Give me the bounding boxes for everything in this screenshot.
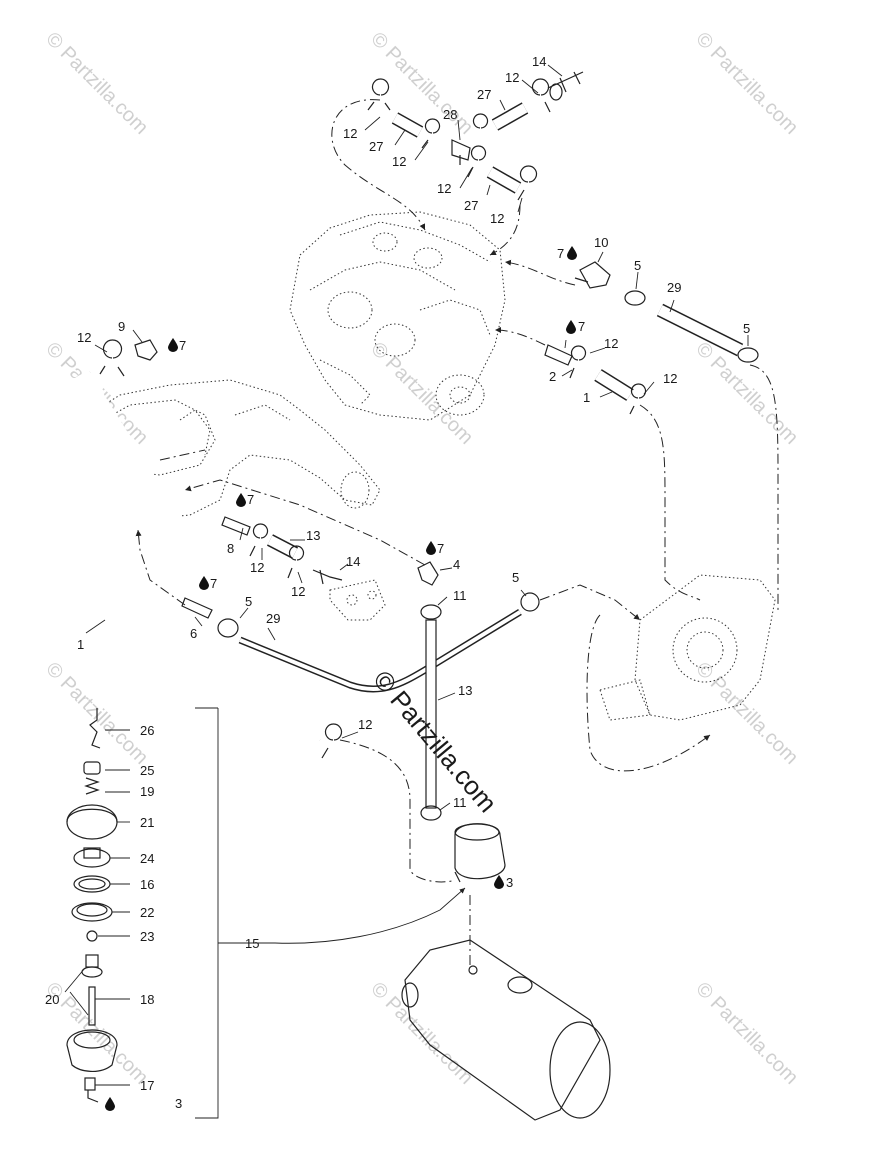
callout-18: 18 <box>140 992 154 1007</box>
callout-7-fitting6: 7 <box>210 576 217 591</box>
oil-drop-icon <box>236 493 246 507</box>
callout-4: 4 <box>453 557 460 572</box>
callout-3-valve: 3 <box>175 1096 182 1111</box>
callout-7-elbow: 7 <box>557 246 564 261</box>
callout-9: 9 <box>118 319 125 334</box>
callout-27-top-a: 27 <box>477 87 491 102</box>
callout-21: 21 <box>140 815 154 830</box>
hoses <box>42 102 744 809</box>
callout-labels: 14 12 27 28 12 27 12 12 27 12 7 10 5 29 … <box>45 54 750 1111</box>
callout-24: 24 <box>140 851 154 866</box>
oil-drop-icon <box>105 1097 115 1111</box>
callout-12-lower: 12 <box>358 717 372 732</box>
watermark-br: © Partzilla.com <box>691 978 802 1089</box>
callout-23: 23 <box>140 929 154 944</box>
callout-1-right: 1 <box>583 390 590 405</box>
callout-12-top-a: 12 <box>505 70 519 85</box>
callout-25: 25 <box>140 763 154 778</box>
callout-12-top-e: 12 <box>490 211 504 226</box>
fittings-and-clamps <box>99 71 759 883</box>
watermark-tr: © Partzilla.com <box>691 28 802 139</box>
callout-12-top-b: 12 <box>343 126 357 141</box>
callout-7-fitting2: 7 <box>578 319 585 334</box>
callout-6: 6 <box>190 626 197 641</box>
callout-10: 10 <box>594 235 608 250</box>
adapter-plate <box>599 574 776 721</box>
callout-14-top: 14 <box>532 54 546 69</box>
callout-5-upper-a: 5 <box>634 258 641 273</box>
callout-19: 19 <box>140 784 154 799</box>
watermark-mc: © Partzilla.com <box>366 338 477 449</box>
callout-12-mid-b: 12 <box>291 584 305 599</box>
callout-12-mid-a: 12 <box>250 560 264 575</box>
callout-27-top-c: 27 <box>464 198 478 213</box>
callout-22: 22 <box>140 905 154 920</box>
callout-1-left: 1 <box>77 637 84 652</box>
callout-7-elbow9: 7 <box>179 338 186 353</box>
watermark-lr: © Partzilla.com <box>691 658 802 769</box>
routing-lines <box>135 99 779 1119</box>
callout-14-mid: 14 <box>346 554 360 569</box>
callout-5-upper-b: 5 <box>743 321 750 336</box>
callout-16: 16 <box>140 877 154 892</box>
oil-drop-icon <box>566 320 576 334</box>
callout-3-reservoir: 3 <box>506 875 513 890</box>
callout-5-mid-left: 5 <box>245 594 252 609</box>
engine-block <box>289 211 506 421</box>
muffler <box>401 939 611 1121</box>
oil-drop-icon <box>494 875 504 889</box>
watermark-tc: © Partzilla.com <box>366 28 477 139</box>
leader-lines <box>64 64 749 1086</box>
callout-13-vertical: 13 <box>458 683 472 698</box>
oil-drop-icon <box>567 246 577 260</box>
callout-12-left: 12 <box>77 330 91 345</box>
callout-2: 2 <box>549 369 556 384</box>
callout-26: 26 <box>140 723 154 738</box>
callout-5-mid-right: 5 <box>512 570 519 585</box>
callout-7-elbow4: 7 <box>437 541 444 556</box>
watermark-bc: © Partzilla.com <box>366 978 477 1089</box>
watermark-mr: © Partzilla.com <box>691 338 802 449</box>
oil-drop-icon <box>426 541 436 555</box>
callout-12-right-b: 12 <box>663 371 677 386</box>
callout-27-top-b: 27 <box>369 139 383 154</box>
callout-8: 8 <box>227 541 234 556</box>
callout-12-top-d: 12 <box>437 181 451 196</box>
oil-drop-icon <box>168 338 178 352</box>
callout-29-lower: 29 <box>266 611 280 626</box>
callout-15: 15 <box>245 936 259 951</box>
callout-12-right-a: 12 <box>604 336 618 351</box>
callout-29-upper: 29 <box>667 280 681 295</box>
watermark-tl: © Partzilla.com <box>41 28 152 139</box>
callout-20: 20 <box>45 992 59 1007</box>
callout-17: 17 <box>140 1078 154 1093</box>
jet-pump-housing <box>61 379 381 521</box>
callout-28: 28 <box>443 107 457 122</box>
callout-7-fitting8: 7 <box>247 492 254 507</box>
callout-13-left: 13 <box>306 528 320 543</box>
callout-12-top-c: 12 <box>392 154 406 169</box>
callout-11-top: 11 <box>453 588 467 603</box>
callout-11-bottom: 11 <box>453 795 467 810</box>
valve-assembly <box>66 708 118 1103</box>
